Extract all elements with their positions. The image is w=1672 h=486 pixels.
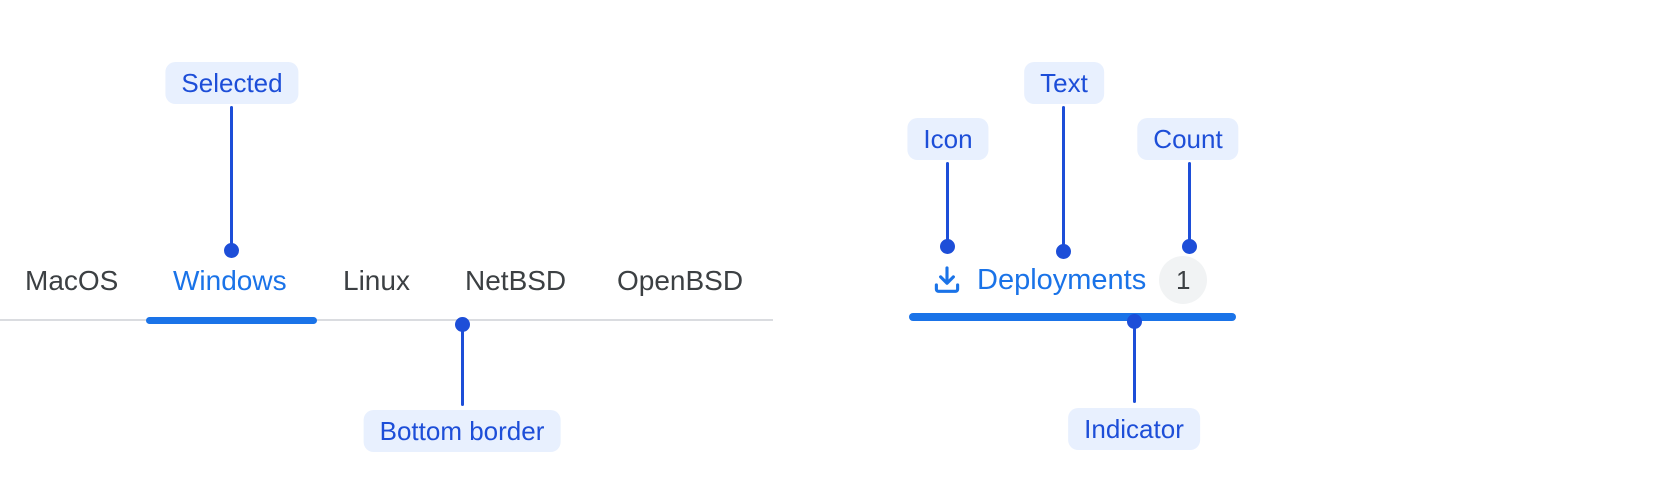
callout-bottom-border: Bottom border — [363, 410, 561, 452]
connector-dot-selected — [224, 243, 239, 258]
tab-netbsd[interactable]: NetBSD — [465, 265, 567, 296]
connector-dot-count — [1182, 239, 1197, 254]
deployments-tab[interactable]: Deployments 1 — [930, 256, 1208, 304]
connector-dot-bottom-border — [455, 317, 470, 332]
connector-line-text — [1062, 106, 1065, 247]
tab-macos[interactable]: MacOS — [25, 265, 119, 296]
connector-line-count — [1188, 162, 1191, 242]
connector-line-selected — [230, 106, 233, 245]
callout-indicator: Indicator — [1068, 408, 1200, 450]
tab-linux[interactable]: Linux — [343, 265, 410, 296]
connector-line-indicator — [1133, 327, 1136, 403]
download-icon — [930, 263, 964, 297]
connector-dot-icon — [940, 239, 955, 254]
selected-tab-underline — [146, 317, 317, 324]
tab-windows[interactable]: Windows — [173, 265, 287, 296]
selected-tab-indicator — [909, 313, 1236, 321]
connector-line-bottom-border — [461, 330, 464, 406]
tab-openbsd[interactable]: OpenBSD — [617, 265, 744, 296]
connector-line-icon — [946, 162, 949, 242]
deployments-tab-label: Deployments — [977, 263, 1147, 296]
callout-selected: Selected — [165, 62, 299, 104]
tabstrip-bottom-border — [0, 319, 773, 321]
callout-icon: Icon — [907, 118, 989, 160]
callout-text: Text — [1024, 62, 1104, 104]
connector-dot-indicator — [1127, 314, 1142, 329]
callout-count: Count — [1137, 118, 1239, 160]
count-badge: 1 — [1159, 256, 1208, 304]
connector-dot-text — [1056, 244, 1071, 259]
